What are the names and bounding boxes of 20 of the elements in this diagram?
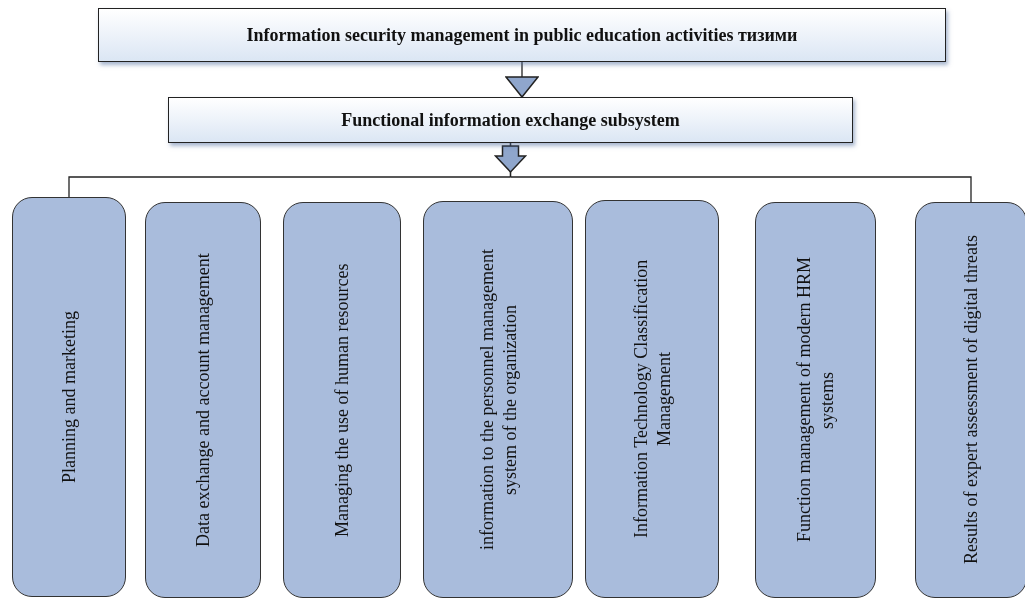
function-box [585,200,719,598]
box-label: Results of expert assessment of digital threats [959,234,982,567]
function-box [755,202,876,598]
block-arrow [505,61,539,98]
box-label: Functional information exchange subsystem [341,109,680,131]
function-box [145,202,261,598]
title-box [98,8,946,62]
title-box [168,97,853,143]
box-label: Information security management in public education activities тизими [246,24,798,46]
box-label: Planning and marketing [57,310,80,485]
box-label: Function management of modern HRM systems [793,256,838,545]
function-box [423,201,573,598]
box-label: Managing the use of human resources [330,262,353,539]
box-label: Data exchange and account management [191,252,214,549]
box-label: information to the personnel management system of the organization [475,248,521,552]
box-label: Information Technology Classification Management [629,258,675,541]
function-box [915,202,1025,598]
connector-line [509,142,972,203]
function-box [12,197,126,597]
function-box [283,202,401,598]
